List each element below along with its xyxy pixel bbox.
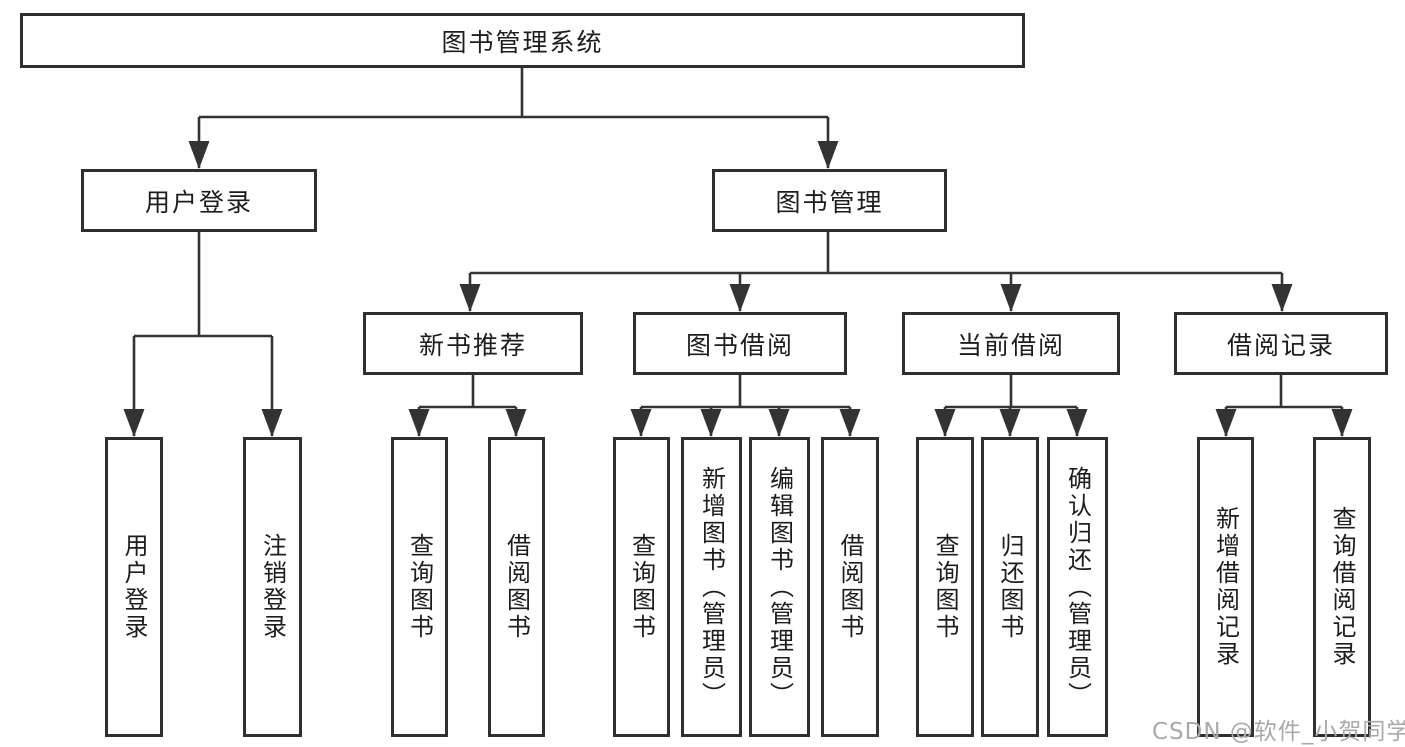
node-new-book-recommend: 新书推荐 [363, 312, 583, 375]
node-library-system: 图书管理系统 [20, 13, 1025, 68]
node-book-management-label: 图书管理 [775, 187, 884, 217]
leaf-query-book-recommend-label: 查询图书 [405, 533, 434, 641]
node-current-borrow-label: 当前借阅 [956, 330, 1065, 360]
leaf-query-book-current-label: 查询图书 [931, 533, 959, 641]
leaf-logout-label: 注销登录 [258, 533, 287, 641]
leaf-edit-book-admin: 编辑图书（管理员） [749, 437, 810, 737]
leaf-confirm-return-admin-label: 确认归还（管理员） [1063, 465, 1092, 709]
leaf-add-book-admin: 新增图书（管理员） [681, 437, 742, 737]
node-new-book-recommend-label: 新书推荐 [418, 330, 527, 360]
csdn-watermark: CSDN @软件_小贺同学 [1152, 719, 1405, 745]
leaf-edit-book-admin-label: 编辑图书（管理员） [765, 465, 794, 709]
leaf-user-login: 用户登录 [105, 437, 163, 737]
leaf-confirm-return-admin: 确认归还（管理员） [1047, 437, 1108, 737]
leaf-borrow-book: 借阅图书 [821, 437, 879, 737]
node-book-borrow-label: 图书借阅 [685, 330, 794, 360]
leaf-query-book-recommend: 查询图书 [391, 437, 448, 737]
leaf-logout: 注销登录 [243, 437, 302, 737]
leaf-add-book-admin-label: 新增图书（管理员） [697, 465, 726, 709]
leaf-user-login-label: 用户登录 [120, 533, 148, 641]
node-borrow-records-label: 借阅记录 [1226, 330, 1335, 360]
node-user-login-label: 用户登录 [144, 187, 253, 217]
leaf-add-borrow-record-label: 新增借阅记录 [1211, 506, 1240, 668]
node-user-login: 用户登录 [81, 169, 317, 232]
leaf-return-book-label: 归还图书 [996, 533, 1024, 641]
leaf-borrow-book-recommend-label: 借阅图书 [502, 533, 531, 641]
leaf-query-borrow-record-label: 查询借阅记录 [1328, 506, 1356, 668]
leaf-borrow-book-recommend: 借阅图书 [488, 437, 545, 737]
node-book-borrow: 图书借阅 [633, 312, 847, 375]
leaf-query-borrow-record: 查询借阅记录 [1313, 437, 1371, 737]
leaf-return-book: 归还图书 [981, 437, 1039, 737]
node-book-management: 图书管理 [712, 169, 947, 232]
node-current-borrow: 当前借阅 [902, 312, 1120, 375]
node-borrow-records: 借阅记录 [1174, 312, 1388, 375]
leaf-query-book-borrow-label: 查询图书 [627, 533, 656, 641]
leaf-borrow-book-label: 借阅图书 [836, 533, 864, 641]
leaf-query-book-borrow: 查询图书 [613, 437, 670, 737]
node-library-system-label: 图书管理系统 [441, 27, 604, 57]
leaf-query-book-current: 查询图书 [916, 437, 974, 737]
leaf-add-borrow-record: 新增借阅记录 [1197, 437, 1254, 737]
